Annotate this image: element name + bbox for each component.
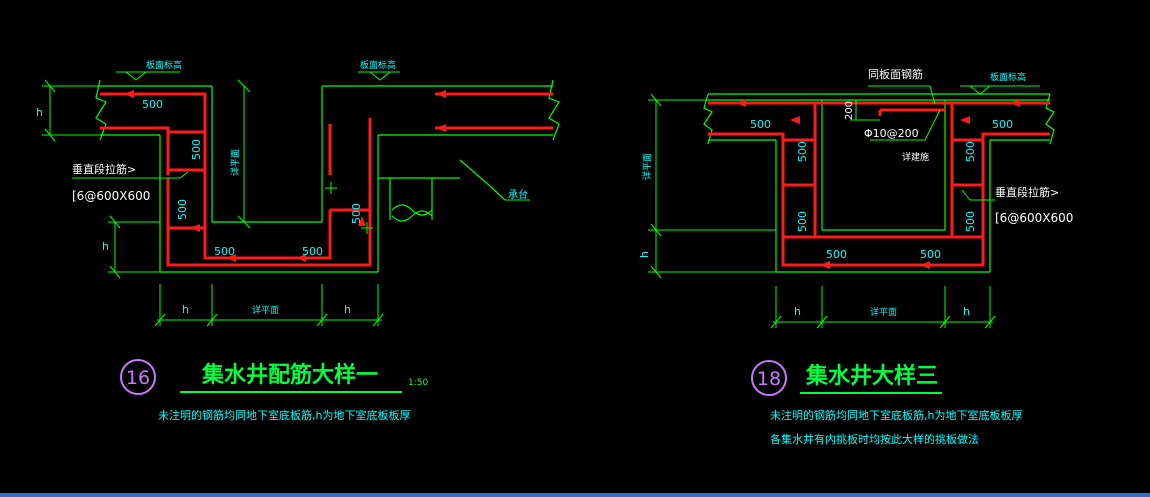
- detail-18-label-detail: 详建施: [902, 151, 929, 163]
- detail-18-rebar-ticks: [736, 99, 1020, 269]
- detail-18-label-top: 板面标高: [990, 71, 1026, 83]
- detail-18-dimensions: [648, 85, 1040, 329]
- detail-16-dim-h-b1: h: [182, 303, 189, 316]
- detail-16-label-vert: 详平面: [229, 149, 241, 176]
- detail-18-label-200: 200: [844, 101, 855, 120]
- bottom-border: [0, 493, 1150, 497]
- detail-18-title-block: 18 集水井大样三 未注明的钢筋均同地下室底板筋,h为地下室底板板厚 各集水井有…: [751, 360, 1022, 446]
- detail-18-title: 集水井大样三: [805, 363, 938, 389]
- detail-16-title-block: 16 集水井配筋大样一 1:50 未注明的钢筋均同地下室底板筋,h为地下室底板板…: [120, 359, 428, 422]
- detail-18-rebar-label-6: 500: [964, 211, 977, 232]
- detail-16-label-bottom: 详平面: [252, 304, 279, 316]
- detail-18: 板面标高 同板面钢筋 200 Φ10@200 详建施 500 500 500 5…: [638, 67, 1073, 446]
- detail-16-rebar-label-3: 500: [176, 199, 189, 220]
- detail-16-label-top-left: 板面标高: [146, 59, 182, 71]
- detail-18-rebar-label-1: 500: [750, 118, 771, 131]
- detail-18-dim-h-b2: h: [963, 305, 970, 318]
- detail-16-label-tie: 垂直段拉筋>: [72, 162, 136, 176]
- detail-16-rebar-label-5: 500: [302, 245, 323, 258]
- detail-16-label-tie-spec: [6@600X600: [72, 189, 150, 203]
- detail-16: 板面标高 板面标高 h h 500 500 500 500 500 500 详平…: [36, 59, 560, 422]
- detail-18-note-2: 各集水井有内挑板时均按此大样的挑板做法: [770, 432, 979, 446]
- detail-16-note: 未注明的钢筋均同地下室底板筋,h为地下室底板板厚: [158, 408, 410, 422]
- detail-16-title: 集水井配筋大样一: [201, 362, 378, 388]
- detail-16-rebar: [100, 92, 553, 267]
- detail-18-note-1: 未注明的钢筋均同地下室底板筋,h为地下室底板板厚: [770, 408, 1022, 422]
- detail-18-number-circle: [751, 360, 787, 396]
- detail-16-dim-h-bottom: h: [102, 240, 109, 253]
- detail-18-dim-h-b1: h: [794, 305, 801, 318]
- detail-16-rebar-label-2: 500: [190, 139, 203, 160]
- detail-18-rebar-label-8: 500: [920, 248, 941, 261]
- detail-16-label-cap: 承台: [508, 188, 528, 201]
- detail-18-label-bottom: 详平面: [870, 306, 897, 318]
- detail-16-rebar-label-6: 500: [350, 203, 363, 224]
- detail-16-rebar-label-4: 500: [214, 245, 235, 258]
- detail-18-label-tie-spec: [6@600X600: [995, 211, 1073, 225]
- detail-18-label-vert: 详平面: [641, 153, 653, 180]
- detail-16-number: 16: [126, 367, 150, 389]
- detail-18-rebar-label-3: 500: [796, 141, 809, 162]
- detail-18-label-tie: 垂直段拉筋>: [995, 185, 1059, 199]
- detail-16-concrete-outline: [95, 79, 560, 273]
- detail-16-rebar-ticks: [124, 90, 446, 262]
- detail-18-rebar: [708, 101, 1050, 267]
- detail-16-dim-h-b2: h: [344, 303, 351, 316]
- detail-18-label-phi: Φ10@200: [864, 127, 919, 140]
- detail-16-scale: 1:50: [408, 378, 428, 388]
- detail-16-rebar-label-1: 500: [142, 98, 163, 111]
- detail-18-number: 18: [757, 368, 781, 390]
- detail-18-rebar-label-5: 500: [796, 211, 809, 232]
- detail-18-dim-h: h: [638, 251, 651, 258]
- detail-16-dimensions: [42, 71, 530, 327]
- detail-16-label-top-right: 板面标高: [360, 59, 396, 71]
- detail-16-number-circle: [120, 359, 156, 395]
- detail-18-rebar-label-7: 500: [826, 248, 847, 261]
- detail-18-rebar-label-4: 500: [964, 141, 977, 162]
- detail-18-label-same: 同板面钢筋: [868, 67, 923, 81]
- detail-18-rebar-label-2: 500: [992, 118, 1013, 131]
- detail-16-dim-h-left: h: [36, 106, 43, 119]
